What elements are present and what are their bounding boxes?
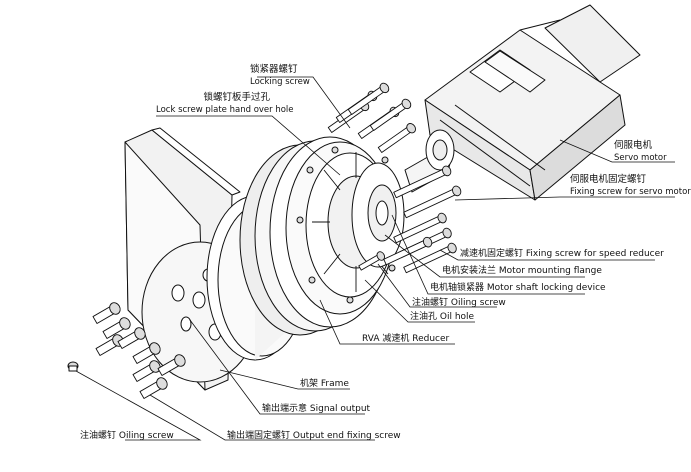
- label-output-fixing-screw: 输出端固定螺钉 Output end fixing screw: [227, 430, 401, 442]
- oiling-screw-bottom: [67, 361, 79, 372]
- shaft-locking-zh: 电机轴锁紧器: [430, 283, 485, 293]
- reducer-en: Reducer: [412, 334, 450, 344]
- servo-motor: [424, 4, 641, 201]
- oiling-screw-bottom-en: Oiling screw: [118, 431, 174, 441]
- lock-plate-hole-zh: 锁螺钉板手过孔: [203, 92, 270, 103]
- locking-screw-zh: 锁紧器螺钉: [250, 64, 298, 75]
- servo-fixing-screws: [393, 165, 462, 219]
- oiling-screw-top-zh: 注油螺钉: [412, 298, 449, 308]
- oil-hole-en: Oil hole: [439, 312, 475, 322]
- signal-output-en: Signal output: [309, 404, 371, 414]
- oil-hole-zh: 注油孔: [410, 312, 438, 322]
- servo-fixing-screw-en: Fixing screw for servo motor: [570, 187, 691, 197]
- label-reducer-fixing-screw: 减速机固定螺钉 Fixing screw for speed reducer: [460, 248, 664, 260]
- label-lock-screw-plate-hole: 锁螺钉板手过孔 Lock screw plate hand over hole: [156, 92, 294, 116]
- label-motor-flange: 电机安装法兰 Motor mounting flange: [442, 265, 602, 277]
- label-servo-motor: 伺服电机 Servo motor: [614, 140, 667, 164]
- oiling-screw-top: [358, 251, 386, 271]
- frame-en: Frame: [320, 379, 349, 389]
- label-frame: 机架 Frame: [300, 378, 349, 390]
- output-fixing-screws: [92, 302, 186, 399]
- servo-fixing-screw-zh: 伺服电机固定螺钉: [570, 174, 647, 185]
- label-locking-screw: 锁紧器螺钉 Locking screw: [250, 64, 310, 88]
- locking-screws: [327, 82, 416, 153]
- oiling-screw-bottom-zh: 注油螺钉: [80, 431, 117, 441]
- reducer-fixing-screw-zh: 减速机固定螺钉: [460, 249, 524, 259]
- label-rva-reducer: RVA 减速机 Reducer: [362, 333, 449, 345]
- output-fixing-screw-en: Output end fixing screw: [292, 431, 401, 441]
- leader-lines: [75, 76, 675, 441]
- motor-flange-zh: 电机安装法兰: [442, 266, 497, 276]
- frame-bracket: [124, 127, 259, 391]
- signal-output-zh: 输出端示意: [262, 404, 308, 414]
- label-signal-output: 输出端示意 Signal output: [262, 403, 370, 415]
- label-oiling-screw-top: 注油螺钉 Oiling screw: [412, 297, 506, 309]
- label-shaft-locking: 电机轴锁紧器 Motor shaft locking device: [430, 282, 606, 294]
- lock-plate-hole-en: Lock screw plate hand over hole: [156, 105, 294, 115]
- servo-motor-zh: 伺服电机: [614, 140, 653, 151]
- frame-zh: 机架: [300, 379, 319, 389]
- label-servo-fixing-screw: 伺服电机固定螺钉 Fixing screw for servo motor: [570, 174, 691, 198]
- label-oiling-screw-bottom: 注油螺钉 Oiling screw: [80, 430, 174, 442]
- reducer-zh: RVA 减速机: [362, 334, 410, 344]
- reducer-fixing-screw-en: Fixing screw for speed reducer: [525, 249, 664, 259]
- output-fixing-screw-zh: 输出端固定螺钉: [227, 431, 291, 441]
- oiling-screw-top-en: Oiling screw: [450, 298, 506, 308]
- locking-screw-en: Locking screw: [250, 77, 310, 87]
- label-oil-hole: 注油孔 Oil hole: [410, 311, 474, 323]
- shaft-locking-en: Motor shaft locking device: [486, 283, 606, 293]
- motor-mounting-flange: [351, 162, 405, 268]
- motor-flange-en: Motor mounting flange: [498, 266, 602, 276]
- servo-motor-en: Servo motor: [614, 153, 667, 163]
